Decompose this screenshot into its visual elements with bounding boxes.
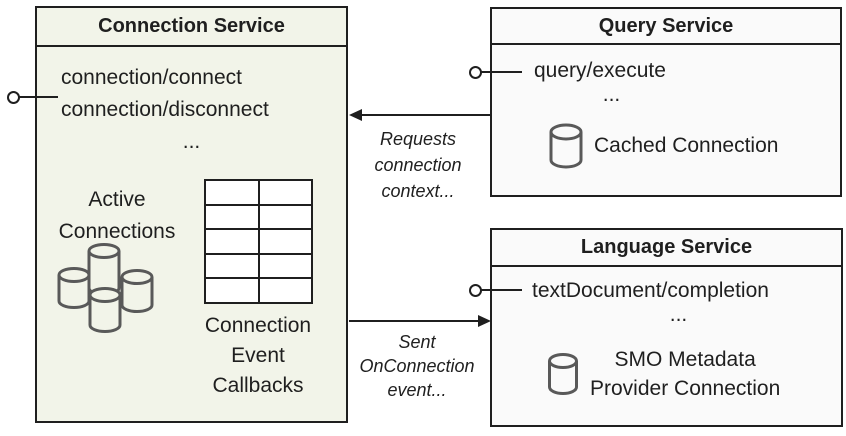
callback-table-cell xyxy=(258,180,312,205)
callback-table-cell xyxy=(258,204,312,230)
database-icon xyxy=(548,353,578,395)
language-service-box: Language Service textDocument/completion… xyxy=(490,228,843,427)
callback-table-cell xyxy=(258,229,312,254)
endpoint-connect: connection/connect xyxy=(61,66,242,89)
smo-metadata-connection-label: SMO Metadata Provider Connection xyxy=(590,348,781,400)
callback-table-cell xyxy=(205,204,259,230)
requests-arrow-head-left-icon xyxy=(349,109,362,121)
connection-endpoints: connection/connect connection/disconnect xyxy=(61,62,269,126)
callback-table-cell xyxy=(258,253,312,279)
callback-table-cell xyxy=(205,229,259,254)
callback-table-icon xyxy=(204,179,313,304)
language-service-title: Language Service xyxy=(492,230,841,267)
cached-connection-label: Cached Connection xyxy=(594,134,779,157)
callback-table-cell xyxy=(205,180,259,205)
endpoint-disconnect: connection/disconnect xyxy=(61,98,269,121)
callback-table-cell xyxy=(205,278,259,303)
connection-interface-lollipop-stem xyxy=(19,96,58,98)
callback-table-cell xyxy=(258,278,312,303)
query-service-title: Query Service xyxy=(492,9,840,45)
database-icon xyxy=(549,123,583,169)
cached-connection-item: Cached Connection xyxy=(548,122,778,170)
query-service-box: Query Service query/execute ... Cached C… xyxy=(490,7,842,197)
endpoint-textdocument-completion: textDocument/completion xyxy=(532,279,769,302)
database-cluster-icon xyxy=(57,243,154,333)
language-interface-lollipop-stem xyxy=(481,289,522,291)
query-interface-lollipop-stem xyxy=(481,71,522,73)
sent-arrow-head-right-icon xyxy=(478,315,491,327)
requests-arrow-line xyxy=(361,114,490,116)
endpoint-query-execute: query/execute xyxy=(534,59,666,82)
requests-arrow-label: Requests connection context... xyxy=(374,129,462,201)
language-endpoints-ellipsis: ... xyxy=(669,303,688,326)
callback-table-cell xyxy=(205,253,259,279)
sent-arrow-label: Sent OnConnection event... xyxy=(359,332,475,400)
sent-arrow-line xyxy=(349,320,478,322)
smo-metadata-connection-item: SMO Metadata Provider Connection xyxy=(547,345,780,403)
query-endpoints-ellipsis: ... xyxy=(602,83,621,106)
connection-service-box: Connection Service connection/connect co… xyxy=(35,6,348,423)
connection-event-callbacks-label: Connection Event Callbacks xyxy=(204,314,312,397)
connection-endpoints-ellipsis: ... xyxy=(182,130,201,153)
active-connections-label: Active Connections xyxy=(58,188,176,243)
connection-service-title: Connection Service xyxy=(37,8,346,47)
